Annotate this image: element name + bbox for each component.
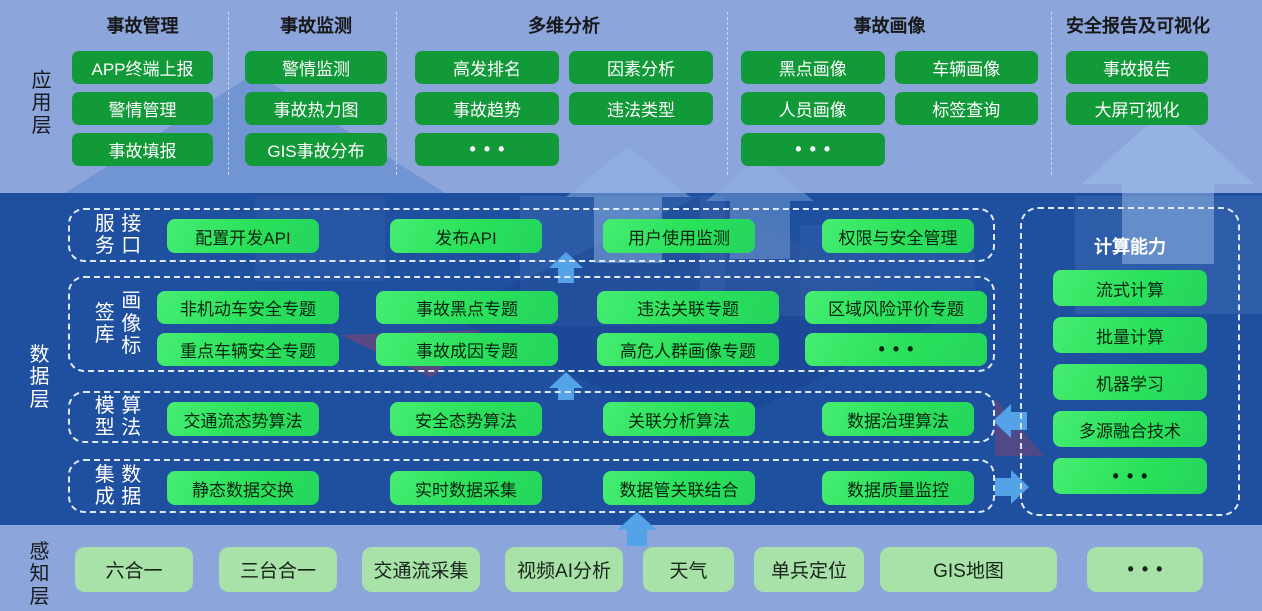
topic-button[interactable]: 事故成因专题 [376, 333, 558, 366]
column-buttons: 高发排名 因素分析 事故趋势 违法类型 ••• [415, 51, 713, 166]
more-ellipsis-button[interactable]: ••• [1053, 458, 1207, 494]
column-divider [228, 12, 229, 175]
compute-button[interactable]: 流式计算 [1053, 270, 1207, 306]
more-ellipsis-button[interactable]: ••• [805, 333, 987, 366]
column-header: 事故画像 [853, 16, 926, 36]
integration-button[interactable]: 数据质量监控 [822, 471, 974, 505]
more-ellipsis-button[interactable]: ••• [741, 133, 885, 166]
topic-button[interactable]: 区域风险评价专题 [805, 291, 987, 324]
column-buttons: 警情监测 事故热力图 GIS事故分布 [245, 51, 387, 166]
column-divider [727, 12, 728, 175]
row-label-data-integration: 集成 数据 [86, 461, 150, 511]
algorithm-button[interactable]: 数据治理算法 [822, 402, 974, 436]
app-feature-button[interactable]: 事故填报 [72, 133, 213, 166]
data-integration-box: 集成 数据 静态数据交换 实时数据采集 数据管关联结合 数据质量监控 [68, 459, 995, 513]
app-column-accident-portrait: 事故画像 黑点画像 车辆画像 人员画像 标签查询 ••• [741, 14, 1038, 166]
sense-source-button[interactable]: 三台合一 [219, 547, 337, 592]
topic-button[interactable]: 重点车辆安全专题 [157, 333, 339, 366]
column-divider [396, 12, 397, 175]
app-feature-button[interactable]: 黑点画像 [741, 51, 885, 84]
sense-source-button[interactable]: 天气 [643, 547, 734, 592]
column-buttons: APP终端上报 警情管理 事故填报 [72, 51, 213, 166]
sense-layer-label: 感知层 [29, 541, 51, 608]
topic-button[interactable]: 高危人群画像专题 [597, 333, 779, 366]
row-label-text: 数据 [121, 463, 142, 508]
row-label-text: 服务 [94, 212, 115, 257]
algorithm-button[interactable]: 交通流态势算法 [167, 402, 319, 436]
app-column-safety-report: 安全报告及可视化 事故报告 大屏可视化 [1066, 14, 1210, 125]
sense-source-button[interactable]: 交通流采集 [362, 547, 480, 592]
app-column-accident-monitoring: 事故监测 警情监测 事故热力图 GIS事故分布 [245, 14, 387, 166]
service-interface-box: 服务 接口 配置开发API 发布API 用户使用监测 权限与安全管理 [68, 208, 995, 262]
app-feature-button[interactable]: 大屏可视化 [1066, 92, 1208, 125]
compute-button[interactable]: 批量计算 [1053, 317, 1207, 353]
portrait-tag-library-box: 签库 画像标 非机动车安全专题 事故黑点专题 违法关联专题 区域风险评价专题 重… [68, 276, 995, 372]
app-feature-button[interactable]: GIS事故分布 [245, 133, 387, 166]
app-column-accident-management: 事故管理 APP终端上报 警情管理 事故填报 [72, 14, 213, 166]
row-label-text: 模型 [94, 394, 115, 439]
topic-button[interactable]: 非机动车安全专题 [157, 291, 339, 324]
integration-button[interactable]: 数据管关联结合 [603, 471, 755, 505]
data-layer-label: 数据层 [29, 344, 51, 411]
app-column-multidim-analysis: 多维分析 高发排名 因素分析 事故趋势 违法类型 ••• [415, 14, 713, 166]
app-feature-button[interactable]: 标签查询 [894, 92, 1038, 125]
row-label-service-interface: 服务 接口 [86, 210, 150, 260]
service-button[interactable]: 用户使用监测 [603, 219, 755, 253]
column-buttons: 事故报告 大屏可视化 [1066, 51, 1208, 125]
more-ellipsis-button[interactable]: ••• [415, 133, 559, 166]
row-label-text: 签库 [94, 301, 115, 346]
compute-panel-title: 计算能力 [1094, 237, 1166, 257]
integration-button[interactable]: 实时数据采集 [390, 471, 542, 505]
app-feature-button[interactable]: 事故趋势 [415, 92, 559, 125]
app-feature-button[interactable]: 违法类型 [569, 92, 713, 125]
integration-button[interactable]: 静态数据交换 [167, 471, 319, 505]
app-feature-button[interactable]: 人员画像 [741, 92, 885, 125]
row-label-text: 画像标 [121, 290, 142, 358]
algorithm-button[interactable]: 安全态势算法 [390, 402, 542, 436]
column-header: 多维分析 [528, 16, 600, 36]
sense-source-button[interactable]: 视频AI分析 [505, 547, 623, 592]
app-feature-button[interactable]: 高发排名 [415, 51, 559, 84]
app-feature-button[interactable]: 警情监测 [245, 51, 387, 84]
row-label-portrait-tag-library: 签库 画像标 [86, 278, 150, 370]
column-divider [1051, 12, 1052, 175]
service-button[interactable]: 发布API [390, 219, 542, 253]
app-feature-button[interactable]: 车辆画像 [894, 51, 1038, 84]
app-feature-button[interactable]: 警情管理 [72, 92, 213, 125]
sense-source-button[interactable]: 六合一 [75, 547, 193, 592]
algorithm-model-box: 模型 算法 交通流态势算法 安全态势算法 关联分析算法 数据治理算法 [68, 391, 995, 443]
sense-source-button[interactable]: GIS地图 [880, 547, 1057, 592]
app-layer-label: 应用层 [31, 70, 53, 137]
topic-button[interactable]: 事故黑点专题 [376, 291, 558, 324]
service-button[interactable]: 配置开发API [167, 219, 319, 253]
row-label-algorithm-model: 模型 算法 [86, 393, 150, 441]
row-label-text: 集成 [94, 463, 115, 508]
column-header: 事故监测 [280, 16, 352, 36]
compute-button[interactable]: 机器学习 [1053, 364, 1207, 400]
row-label-text: 算法 [121, 394, 142, 439]
compute-button[interactable]: 多源融合技术 [1053, 411, 1207, 447]
app-feature-button[interactable]: 事故热力图 [245, 92, 387, 125]
more-ellipsis-button[interactable]: ••• [1087, 547, 1203, 592]
row-label-text: 接口 [121, 212, 142, 257]
app-feature-button[interactable]: APP终端上报 [72, 51, 213, 84]
app-feature-button[interactable]: 事故报告 [1066, 51, 1208, 84]
service-button[interactable]: 权限与安全管理 [822, 219, 974, 253]
sense-source-button[interactable]: 单兵定位 [754, 547, 864, 592]
app-feature-button[interactable]: 因素分析 [569, 51, 713, 84]
column-header: 事故管理 [106, 16, 179, 36]
algorithm-button[interactable]: 关联分析算法 [603, 402, 755, 436]
topic-button[interactable]: 违法关联专题 [597, 291, 779, 324]
column-buttons: 黑点画像 车辆画像 人员画像 标签查询 ••• [741, 51, 1038, 166]
column-header: 安全报告及可视化 [1066, 16, 1210, 36]
compute-capability-panel: 计算能力 流式计算 批量计算 机器学习 多源融合技术 ••• [1020, 207, 1240, 516]
